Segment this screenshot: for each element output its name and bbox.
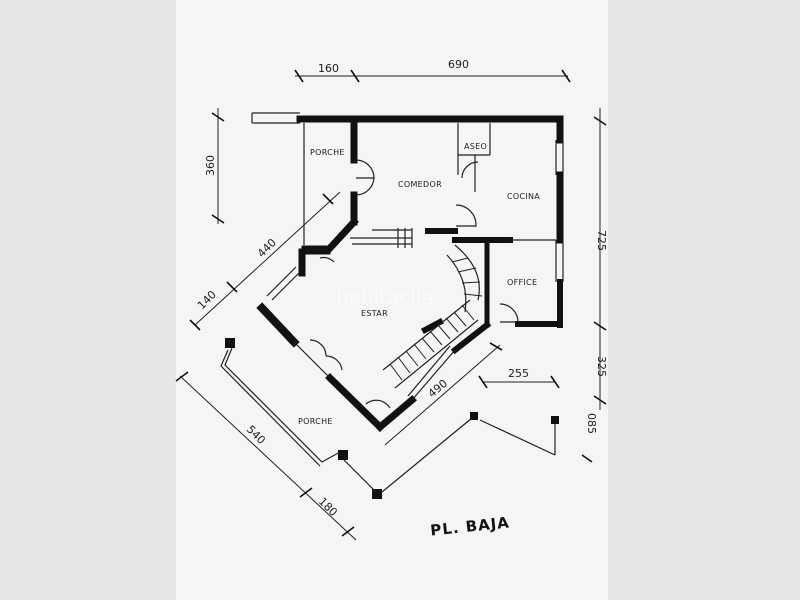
room-label-comedor: COMEDOR — [398, 180, 442, 189]
doors — [309, 159, 519, 409]
staircase — [350, 228, 483, 389]
room-label-porche-top: PORCHE — [310, 148, 345, 157]
room-label-aseo: ASEO — [464, 142, 487, 151]
dimension-725: 725 — [595, 230, 608, 251]
exterior-walls — [225, 115, 564, 499]
partition-lines — [220, 112, 564, 493]
room-label-cocina: COCINA — [507, 192, 540, 201]
dimension-255: 255 — [508, 367, 529, 380]
room-label-office: OFFICE — [507, 278, 537, 287]
dimension-360: 360 — [204, 155, 217, 176]
dimension-690: 690 — [448, 58, 469, 71]
room-label-estar: ESTAR — [361, 309, 388, 318]
room-label-porche-bottom: PORCHE — [298, 417, 333, 426]
dimension-085: 085 — [585, 413, 598, 434]
watermark-logo: habitaclia — [336, 285, 434, 309]
dimension-lines — [175, 69, 607, 541]
paper-sheet — [176, 0, 608, 600]
dimension-160: 160 — [318, 62, 339, 75]
dimension-325: 325 — [595, 356, 608, 377]
